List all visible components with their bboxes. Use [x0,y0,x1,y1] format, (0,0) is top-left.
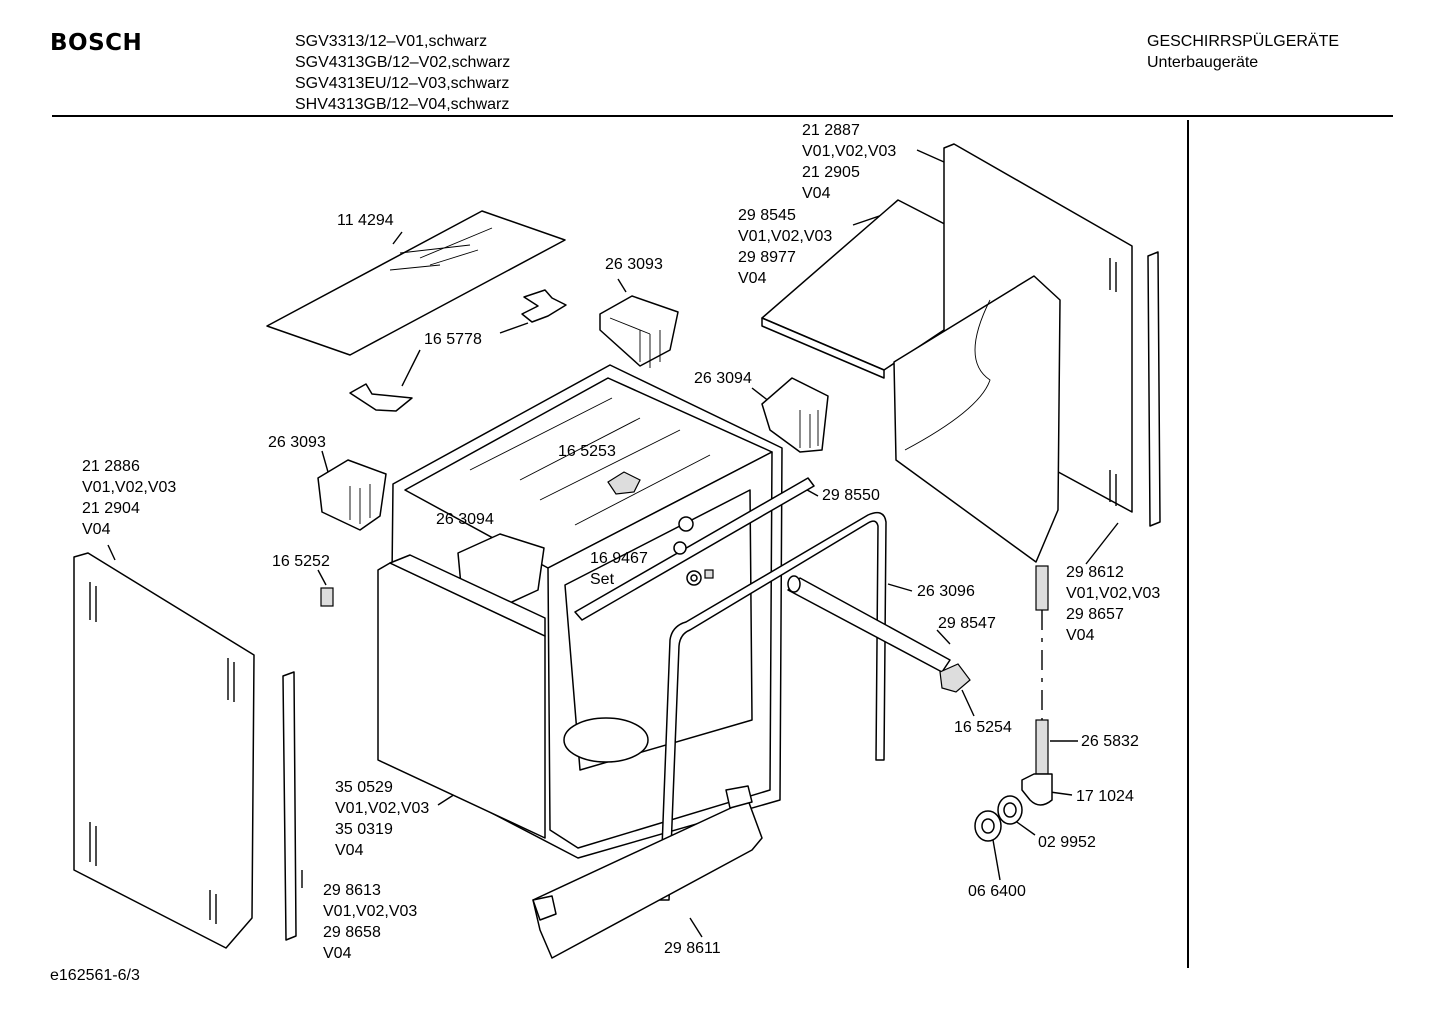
callout-line: V01,V02,V03 [802,143,897,160]
callout-line: V04 [335,842,364,859]
cap-066400 [974,810,1002,842]
callout-line: 29 8612 [1066,564,1124,581]
cap-165254 [939,663,971,693]
clip-263093-left [317,459,387,531]
callout-298545: 29 8545 V01,V02,V03 29 8977 V04 [738,205,832,289]
model-list: SGV3313/12–V01,schwarz SGV4313GB/12–V02,… [295,31,510,115]
callout-line: 21 2887 [802,122,860,139]
callout-line: 16 9467 [590,550,648,567]
strip-298612 [1147,251,1161,527]
brand-logo: BOSCH [50,30,143,56]
callout-114294: 11 4294 [337,212,394,229]
model-line: SGV3313/12–V01,schwarz [295,33,488,50]
strip-298613 [282,671,297,941]
callout-line: V01,V02,V03 [335,800,430,817]
callout-298547: 29 8547 [938,615,996,632]
category-subtitle: Unterbaugeräte [1147,54,1259,71]
callout-line: V04 [82,521,111,538]
callout-165254: 16 5254 [954,719,1012,736]
callout-line: 29 8977 [738,249,796,266]
plinth-298611 [532,785,763,959]
callout-line: 29 8613 [323,882,381,899]
callout-298550: 29 8550 [822,487,880,504]
callout-263093: 26 3093 [605,256,663,273]
side-panel-left-212886 [73,552,255,949]
callout-line: V04 [738,270,767,287]
callout-263094: 26 3094 [436,511,494,528]
insulation-panel-114294 [266,210,566,356]
bracket-165778 [349,289,567,412]
clip-263093-top [599,295,679,368]
pipe-298547 [787,575,951,673]
category-block: GESCHIRRSPÜLGERÄTE Unterbaugeräte [1147,31,1339,73]
clip-263094-right [761,377,829,453]
callout-line: V01,V02,V03 [1066,585,1161,602]
callout-line: V04 [323,945,352,962]
callout-line: V04 [1066,627,1095,644]
callout-line: 35 0529 [335,779,393,796]
callout-line: 21 2886 [82,458,140,475]
callout-165778: 16 5778 [424,331,482,348]
callout-350529: 35 0529 V01,V02,V03 35 0319 V04 [335,777,429,861]
callout-263094: 26 3094 [694,370,752,387]
callout-066400: 06 6400 [968,883,1026,900]
callout-line: Set [590,571,615,588]
category-title: GESCHIRRSPÜLGERÄTE [1147,33,1340,50]
right-margin-rule [1187,120,1189,968]
model-line: SGV4313EU/12–V03,schwarz [295,75,510,92]
callout-line: V01,V02,V03 [323,903,418,920]
callout-line: 29 8658 [323,924,381,941]
callout-line: 29 8657 [1066,606,1124,623]
callout-165253: 16 5253 [558,443,616,460]
callout-212886: 21 2886 V01,V02,V03 21 2904 V04 [82,456,176,540]
callout-263096: 26 3096 [917,583,975,600]
door-gasket-263096 [659,511,887,901]
rail-298550 [574,477,815,621]
clip-165252 [320,587,334,607]
model-line: SGV4313GB/12–V02,schwarz [295,54,511,71]
callout-263093: 26 3093 [268,434,326,451]
callout-169467: 16 9467 Set [590,548,648,590]
callout-line: 29 8545 [738,207,796,224]
callout-line: V01,V02,V03 [82,479,177,496]
clip-165253 [607,471,641,495]
seal-029952 [997,795,1023,825]
set-169467 [673,516,714,586]
cabinet-side-panel [893,275,1061,563]
callout-298611: 29 8611 [664,940,721,957]
callout-212887: 21 2887 V01,V02,V03 21 2905 V04 [802,120,896,204]
drain-hose-265832 [1035,565,1049,775]
callout-line: V04 [802,185,831,202]
callout-line: 21 2904 [82,500,140,517]
callout-029952: 02 9952 [1038,834,1096,851]
callout-298613: 29 8613 V01,V02,V03 29 8658 V04 [323,880,417,964]
header-rule [52,115,1393,117]
callout-265832: 26 5832 [1081,733,1139,750]
drawing-id: e162561-6/3 [50,967,140,984]
front-panel-350529 [377,554,546,839]
callout-line: V01,V02,V03 [738,228,833,245]
callout-165252: 16 5252 [272,553,330,570]
model-line: SHV4313GB/12–V04,schwarz [295,96,510,113]
elbow-171024 [1021,773,1053,806]
callout-171024: 17 1024 [1076,788,1134,805]
callout-298612: 29 8612 V01,V02,V03 29 8657 V04 [1066,562,1160,646]
callout-line: 35 0319 [335,821,393,838]
callout-line: 21 2905 [802,164,860,181]
